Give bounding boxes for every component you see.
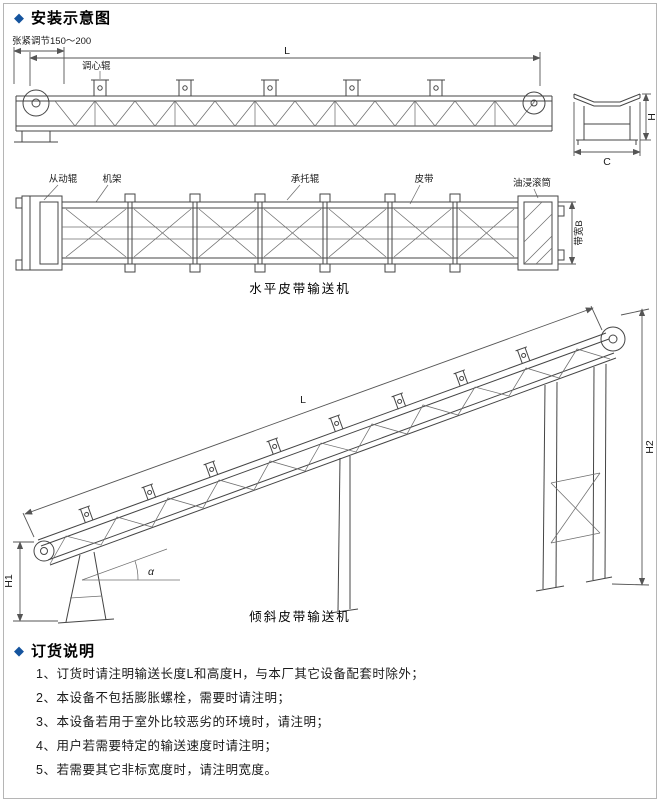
diamond-icon: ◆ <box>14 643 24 658</box>
order-section-header: ◆ 订货说明 <box>14 640 95 661</box>
tension-adjust-label: 张紧调节150～200 <box>12 36 91 47</box>
tail-pulley <box>22 89 50 117</box>
oil-drum-label: 油浸滚筒 <box>513 177 551 189</box>
incline-roller <box>515 346 531 364</box>
idler-roller <box>91 79 109 96</box>
install-section-title: 安装示意图 <box>31 10 112 27</box>
belt-label: 皮带 <box>414 173 434 185</box>
ordering-note: 5、若需要其它非标宽度时，请注明宽度。 <box>36 763 278 777</box>
diamond-icon: ◆ <box>14 10 24 25</box>
tail-support-legs <box>57 551 115 624</box>
head-pulley <box>522 91 546 115</box>
incline-tail-pulley <box>33 540 55 562</box>
end-view-drawing: C H <box>573 93 658 168</box>
incline-roller <box>141 483 157 501</box>
ordering-note: 2、本设备不包括膨胀螺栓，需要时请注明； <box>36 691 291 705</box>
frame-label: 机架 <box>102 173 122 185</box>
incline-angle-label: α <box>148 566 155 578</box>
head-support-tower <box>535 363 613 592</box>
ordering-note: 3、本设备若用于室外比较恶劣的环境时，请注明； <box>36 715 330 729</box>
middle-support-legs <box>329 456 359 614</box>
side-length-label: L <box>284 45 290 57</box>
incline-angle: α <box>81 548 180 581</box>
ordering-notes-list: 1、订货时请注明输送长度L和高度H，与本厂其它设备配套时除外； 2、本设备不包括… <box>36 662 636 782</box>
order-section-title: 订货说明 <box>31 643 96 660</box>
idler-roller <box>427 79 445 96</box>
carrier-roller-station <box>124 193 136 273</box>
driven-roller-label: 从动辊 <box>49 173 78 185</box>
idler-roller <box>343 79 361 96</box>
incline-h1-label: H1 <box>3 574 15 588</box>
installation-diagrams: 张紧调节150～200 L 调心辊 <box>3 36 658 624</box>
belt-width-label: 带宽B <box>573 220 585 245</box>
end-height-label: H <box>646 113 658 121</box>
carrier-roller-station <box>254 193 266 273</box>
incline-roller <box>78 505 94 523</box>
install-section-header: ◆ 安装示意图 <box>14 7 111 28</box>
ordering-note: 1、订货时请注明输送长度L和高度H，与本厂其它设备配套时除外； <box>36 667 425 681</box>
aligning-roller-label: 调心辊 <box>82 60 111 72</box>
incline-roller <box>391 392 407 410</box>
incline-roller <box>453 369 469 387</box>
idler-roller <box>261 79 279 96</box>
horizontal-conveyor-caption: 水平皮带输送机 <box>249 281 351 296</box>
incline-h2-label: H2 <box>644 440 656 454</box>
carrier-roller-station <box>319 193 331 273</box>
drive-drum <box>517 195 565 271</box>
idler-roller <box>176 79 194 96</box>
carrier-roller-station <box>384 193 396 273</box>
side-view-drawing: 张紧调节150～200 L 调心辊 <box>12 36 553 143</box>
ordering-note: 4、用户若需要特定的输送速度时请注明； <box>36 739 278 753</box>
end-width-label: C <box>603 156 611 168</box>
incline-roller <box>266 437 282 455</box>
incline-length-label: L <box>300 394 306 406</box>
inclined-view-drawing: L <box>3 305 656 624</box>
inclined-conveyor-caption: 倾斜皮带输送机 <box>249 609 351 624</box>
carrier-roller-station <box>189 193 201 273</box>
carrier-roller-station <box>449 193 461 273</box>
carrier-roller-label: 承托辊 <box>291 173 320 185</box>
incline-roller <box>203 460 219 478</box>
top-view-drawing: 从动辊 机架 承托辊 皮带 油浸滚筒 <box>15 173 585 296</box>
incline-roller <box>328 414 344 432</box>
incline-head-pulley <box>600 326 626 352</box>
